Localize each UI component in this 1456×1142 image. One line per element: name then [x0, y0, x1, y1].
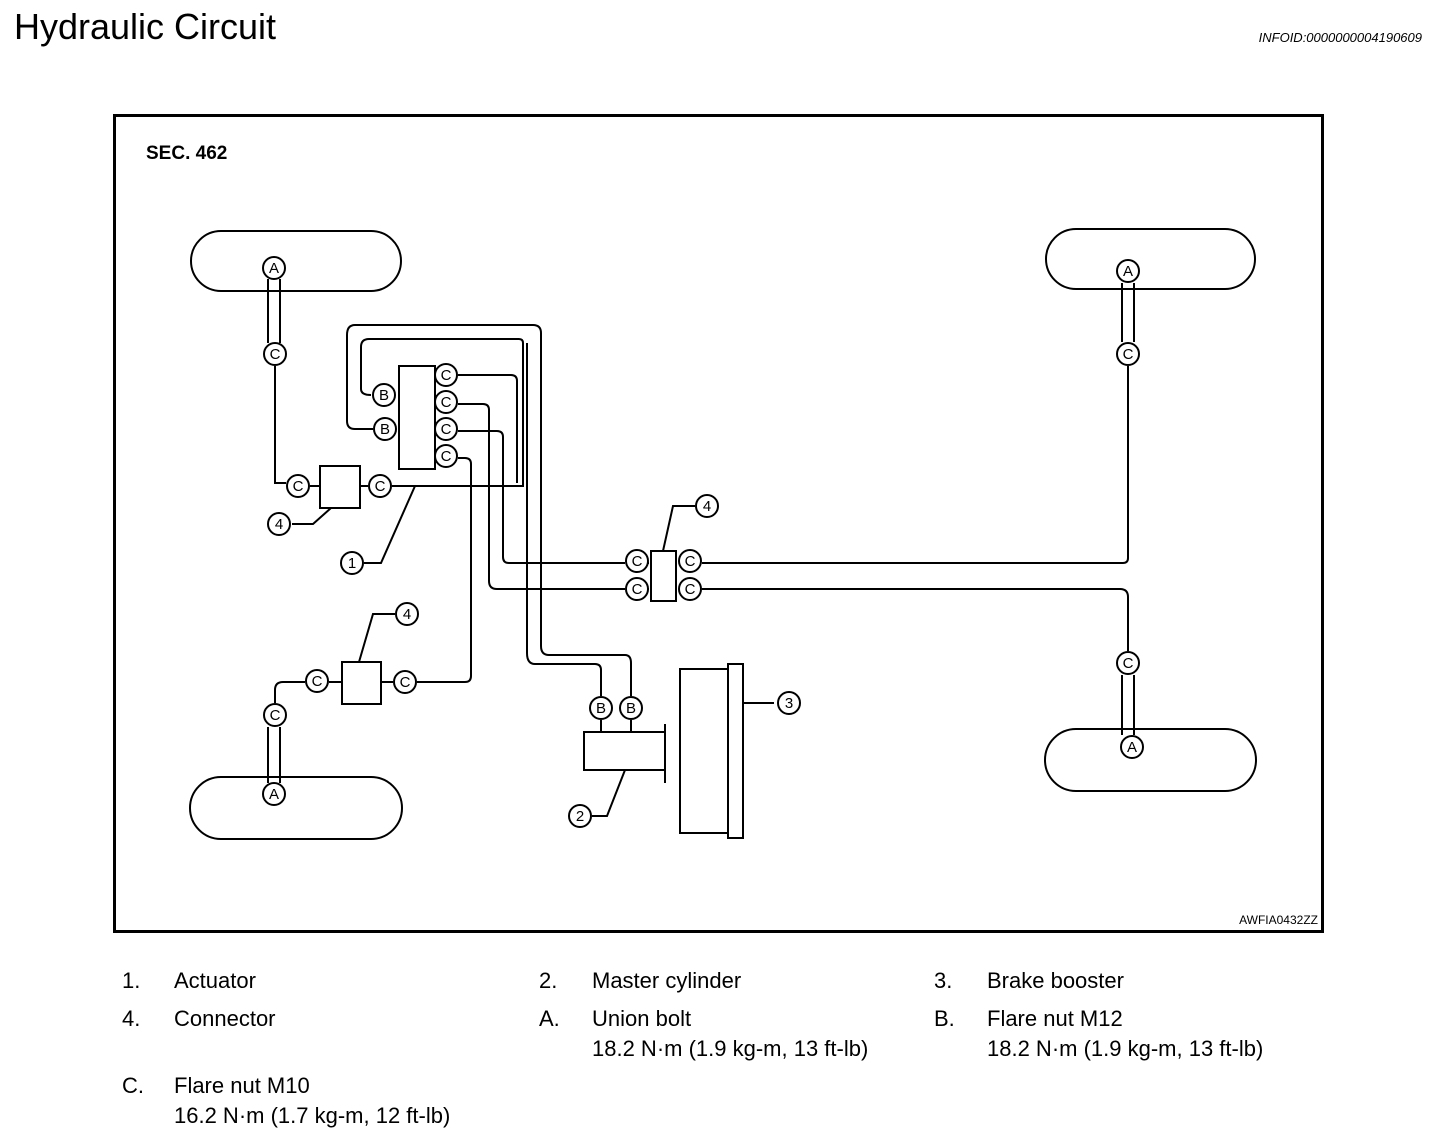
svg-text:C: C [375, 478, 386, 495]
marker-c: C [434, 390, 458, 414]
legend-key: 3. [934, 968, 953, 993]
svg-text:B: B [380, 421, 390, 438]
legend-spec: 18.2 N·m (1.9 kg-m, 13 ft-lb) [987, 1036, 1264, 1061]
svg-text:C: C [400, 674, 411, 691]
legend-name: Connector [174, 1006, 276, 1031]
connector-front-left [319, 465, 361, 509]
marker-a-rear-right: A [1120, 735, 1144, 759]
master-cylinder [583, 731, 666, 771]
marker-c: C [625, 577, 649, 601]
legend-key: A. [539, 1006, 560, 1031]
svg-text:C: C [685, 553, 696, 570]
marker-b-actuator-upper: B [372, 383, 396, 407]
svg-text:A: A [269, 786, 279, 803]
marker-a-front-right: A [1116, 259, 1140, 283]
wheel-front-left [190, 230, 402, 292]
marker-c: C [678, 549, 702, 573]
marker-c: C [1116, 651, 1140, 675]
svg-text:C: C [1123, 346, 1134, 363]
svg-text:C: C [270, 707, 281, 724]
svg-text:C: C [1123, 655, 1134, 672]
legend-name: Master cylinder [592, 968, 742, 993]
svg-text:C: C [441, 367, 452, 384]
svg-text:2: 2 [576, 808, 584, 825]
marker-b-master-right: B [619, 696, 643, 720]
page-title: Hydraulic Circuit [14, 6, 277, 47]
callout-4: 4 [695, 494, 719, 518]
svg-text:C: C [441, 448, 452, 465]
svg-text:3: 3 [785, 695, 793, 712]
connector-right [650, 550, 677, 602]
legend-key: B. [934, 1006, 955, 1031]
svg-text:B: B [379, 387, 389, 404]
svg-text:A: A [1127, 739, 1137, 756]
callout-2: 2 [568, 804, 592, 828]
marker-c: C [263, 342, 287, 366]
marker-c: C [286, 474, 310, 498]
callout-4: 4 [267, 512, 291, 536]
info-id: INFOID:0000000004190609 [1258, 30, 1422, 45]
svg-text:B: B [626, 700, 636, 717]
callout-4: 4 [395, 602, 419, 626]
svg-text:4: 4 [403, 606, 411, 623]
legend-name: Union bolt [592, 1006, 692, 1031]
legend-name: Brake booster [987, 968, 1124, 993]
svg-text:A: A [1123, 263, 1133, 280]
wheel-front-right [1045, 228, 1256, 290]
marker-b-actuator-lower: B [373, 417, 397, 441]
svg-text:C: C [312, 673, 323, 690]
marker-a-rear-left: A [262, 782, 286, 806]
svg-text:4: 4 [703, 498, 711, 515]
marker-c: C [393, 670, 417, 694]
svg-text:B: B [596, 700, 606, 717]
svg-text:4: 4 [275, 516, 283, 533]
marker-c: C [625, 549, 649, 573]
marker-c: C [434, 444, 458, 468]
svg-text:C: C [441, 421, 452, 438]
marker-c: C [678, 577, 702, 601]
marker-b-master-left: B [589, 696, 613, 720]
figure-code: AWFIA0432ZZ [1239, 913, 1318, 927]
legend-spec: 18.2 N·m (1.9 kg-m, 13 ft-lb) [592, 1036, 869, 1061]
wheel-rear-right [1044, 728, 1257, 792]
marker-c: C [434, 417, 458, 441]
legend-name: Flare nut M10 [174, 1073, 310, 1098]
callout-3: 3 [777, 691, 801, 715]
svg-text:1: 1 [348, 555, 356, 572]
marker-c: C [1116, 342, 1140, 366]
legend-spec: 16.2 N·m (1.7 kg-m, 12 ft-lb) [174, 1103, 451, 1128]
wheel-rear-left [189, 776, 403, 840]
section-label: SEC. 462 [146, 143, 228, 164]
legend-name: Flare nut M12 [987, 1006, 1123, 1031]
svg-text:C: C [441, 394, 452, 411]
connector-rear-left [341, 661, 382, 705]
callout-1: 1 [340, 551, 364, 575]
svg-text:C: C [270, 346, 281, 363]
marker-c: C [434, 363, 458, 387]
legend-key: C. [122, 1073, 144, 1098]
marker-a-front-left: A [262, 256, 286, 280]
legend-name: Actuator [174, 968, 256, 993]
svg-text:C: C [685, 581, 696, 598]
marker-c: C [263, 703, 287, 727]
legend-key: 1. [122, 968, 141, 993]
svg-text:C: C [632, 581, 643, 598]
brake-booster-body [679, 668, 729, 834]
legend-key: 2. [539, 968, 558, 993]
actuator [398, 365, 436, 470]
hydraulic-circuit-figure: A A A A B B B B C C C C C C C C C C C C … [113, 114, 1324, 933]
brake-booster-flange [727, 663, 744, 839]
svg-text:C: C [632, 553, 643, 570]
legend-key: 4. [122, 1006, 141, 1031]
svg-text:C: C [293, 478, 304, 495]
svg-text:A: A [269, 260, 279, 277]
hydraulic-circuit-diagram: A A A A B B B B C C C C C C C C C C C C … [189, 228, 1257, 840]
marker-c: C [368, 474, 392, 498]
marker-c: C [305, 669, 329, 693]
